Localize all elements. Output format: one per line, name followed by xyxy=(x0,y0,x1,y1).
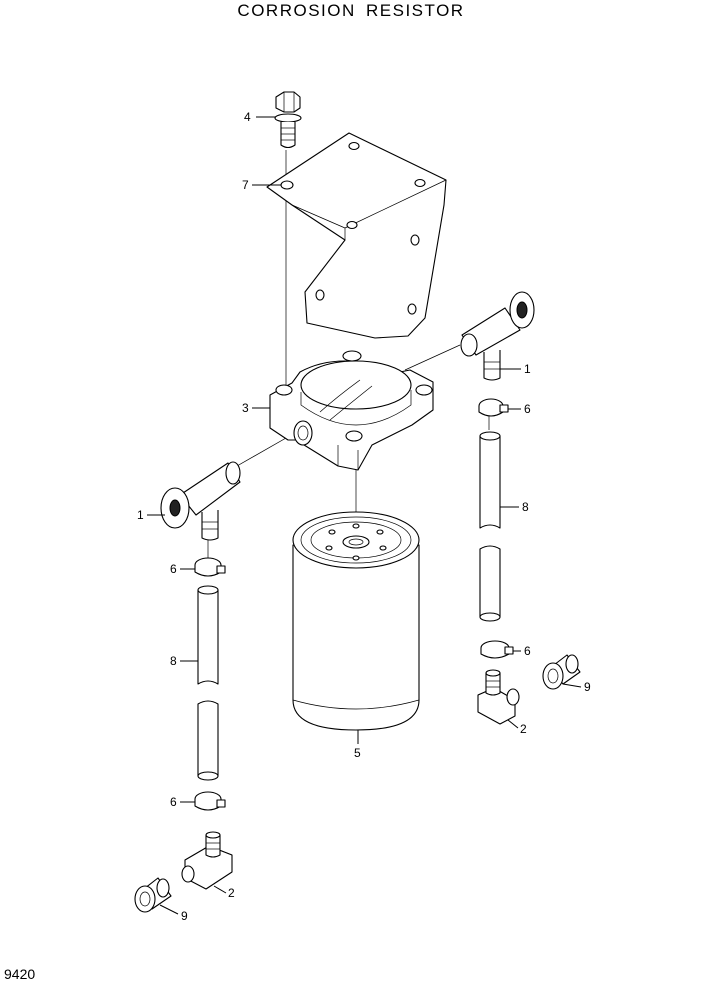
hose-right-part xyxy=(479,431,501,622)
callout-clamp-left-top: 6 xyxy=(170,562,177,576)
clamp-left-top-part xyxy=(194,557,226,577)
callout-valve-right: 1 xyxy=(524,362,531,376)
clamp-right-bottom-part xyxy=(480,640,514,659)
callout-connector-left: 9 xyxy=(181,909,188,923)
callout-connector-right: 9 xyxy=(584,680,591,694)
callout-clamp-right-bottom: 6 xyxy=(524,644,531,658)
valve-left-part xyxy=(160,461,241,541)
leader-lines xyxy=(147,116,582,915)
callout-clamp-left-bottom: 6 xyxy=(170,795,177,809)
callout-labels: 4 7 3 5 1 1 6 6 6 6 8 8 2 2 9 9 xyxy=(137,110,591,923)
elbow-left-part xyxy=(181,831,233,890)
page-code: 9420 xyxy=(4,966,36,982)
callout-hose-left: 8 xyxy=(170,654,177,668)
callout-elbow-left: 2 xyxy=(228,886,235,900)
filter-head-part xyxy=(269,350,434,471)
clamp-right-top-part xyxy=(478,398,509,417)
connector-right-part xyxy=(542,654,581,690)
bolt-part xyxy=(274,91,302,149)
callout-valve-left: 1 xyxy=(137,508,144,522)
page-title: CORROSION RESISTOR xyxy=(237,1,465,20)
callout-elbow-right: 2 xyxy=(520,722,527,736)
callout-hose-right: 8 xyxy=(522,500,529,514)
callout-filter: 5 xyxy=(354,746,361,760)
valve-right-part xyxy=(460,291,535,381)
connector-left-part xyxy=(134,877,172,913)
callout-clamp-right-top: 6 xyxy=(524,402,531,416)
clamp-left-bottom-part xyxy=(194,791,226,811)
callout-bracket: 7 xyxy=(242,178,249,192)
hose-left-part xyxy=(197,585,219,781)
filter-cartridge-part xyxy=(292,511,420,731)
bracket-part xyxy=(266,132,447,339)
elbow-right-part xyxy=(477,669,520,725)
callout-head: 3 xyxy=(242,401,249,415)
callout-bolt: 4 xyxy=(244,110,251,124)
